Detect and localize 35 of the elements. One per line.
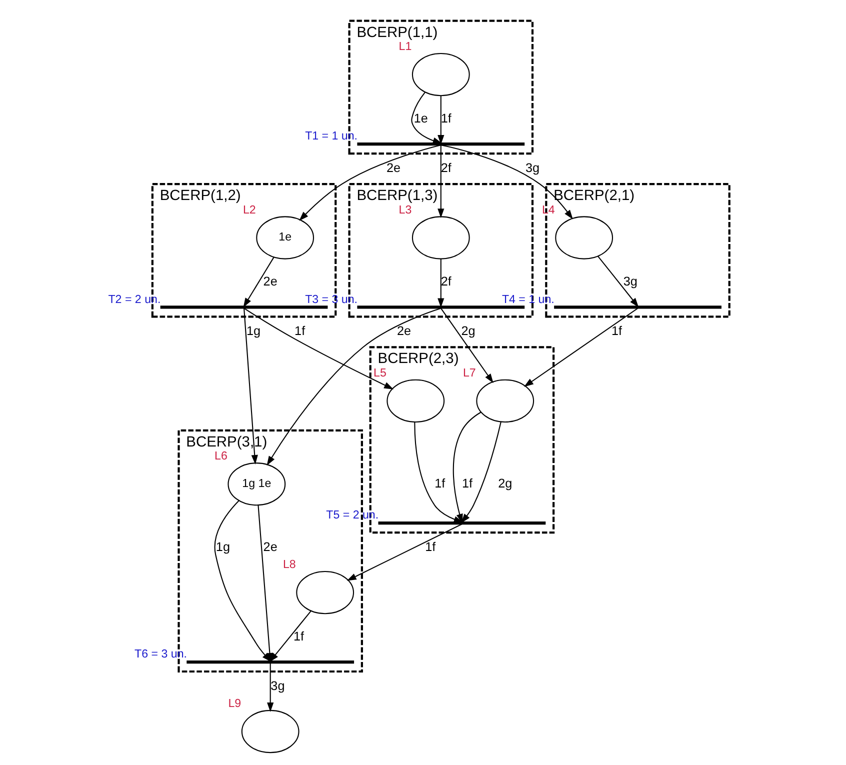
node-label: L3 — [398, 204, 412, 216]
edge-label: 2e — [397, 324, 412, 338]
edge-label: 2g — [498, 476, 512, 490]
node-label: T5 = 2 un. — [326, 510, 379, 522]
edge-label: 1f — [611, 324, 622, 338]
edge-label: 1f — [294, 324, 306, 338]
node-label: L2 — [242, 204, 256, 216]
edge-label: 3g — [623, 274, 638, 289]
node-label: L9 — [228, 698, 242, 710]
edge-label: 1e — [414, 112, 428, 126]
node-label: L8 — [282, 559, 296, 572]
edge-label: 1g — [246, 324, 261, 338]
edge-label: 1f — [434, 476, 446, 490]
node-label: T4 = 1 un. — [502, 294, 554, 306]
edge-label: 1f — [294, 630, 304, 644]
edge-label: 1f — [440, 112, 452, 126]
edge-label: 2f — [440, 161, 452, 176]
edge-label: 1f — [425, 540, 436, 554]
edge-label: 1f — [462, 476, 472, 490]
edge-label: 3g — [270, 679, 285, 694]
node-label: T6 = 3 un. — [134, 648, 187, 661]
node-label: L6 — [214, 450, 228, 463]
edge-label: 2e — [386, 161, 401, 176]
edge-label: 2g — [461, 324, 476, 338]
edge-label: 1g — [216, 540, 230, 554]
edge-label: 2f — [440, 274, 452, 289]
edge-label: 2e — [263, 274, 278, 289]
node-label: L1 — [398, 41, 412, 54]
node-label: T2 = 2 un. — [108, 294, 161, 306]
edge-label: 3g — [525, 161, 540, 176]
node-label: T3 = 3 un. — [305, 294, 358, 306]
edge-label: 2e — [263, 540, 278, 554]
node-label: T1 = 1 un. — [305, 130, 358, 143]
node-label: L7 — [463, 368, 476, 380]
node-label: L5 — [374, 368, 386, 380]
